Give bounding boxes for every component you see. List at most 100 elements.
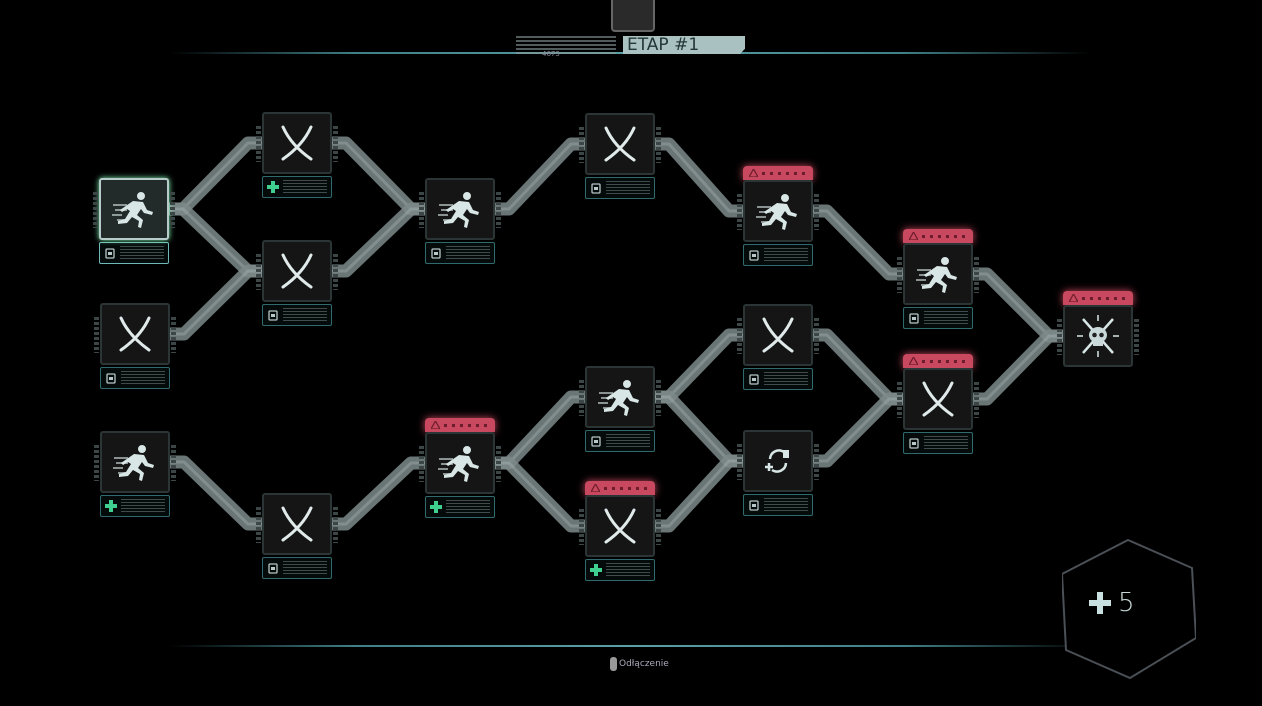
map-node-run[interactable]	[579, 366, 661, 452]
node-info-panel	[262, 557, 332, 579]
map-node-skull[interactable]	[1057, 291, 1139, 367]
node-info-text	[120, 246, 164, 260]
lock-icon	[431, 247, 441, 259]
warning-banner	[1063, 291, 1133, 305]
connection-highlight	[813, 209, 903, 276]
warning-icon	[591, 484, 600, 492]
node-icon-frame	[256, 112, 338, 174]
node-info-text	[764, 372, 808, 386]
skull-icon	[1077, 315, 1119, 357]
node-icon-frame	[93, 178, 175, 240]
node-icon-frame	[419, 178, 501, 240]
connector-pins	[897, 382, 902, 418]
node-info-text	[446, 246, 490, 260]
map-node-swords[interactable]	[256, 112, 338, 198]
points-hexagon	[1062, 538, 1196, 680]
node-icon-frame	[94, 431, 176, 493]
map-node-swords[interactable]	[897, 354, 979, 454]
header-barcode	[516, 36, 616, 56]
map-node-swords[interactable]	[579, 481, 661, 581]
node-info-panel	[99, 242, 169, 264]
connector-pins	[1134, 319, 1139, 355]
swords-icon	[762, 317, 794, 353]
node-icon-frame	[579, 366, 661, 428]
node-footer-icon	[590, 435, 602, 447]
swords-icon	[604, 126, 636, 162]
run-icon	[916, 257, 957, 293]
connection-highlight	[813, 333, 903, 401]
map-node-swords[interactable]	[256, 493, 338, 579]
connection-highlight	[170, 269, 262, 336]
map-node-run[interactable]	[94, 431, 176, 517]
node-info-text	[764, 248, 808, 262]
disconnect-button[interactable]: Odłączenie	[610, 657, 669, 671]
map-node-run[interactable]	[93, 178, 175, 264]
connector-pins	[737, 318, 742, 354]
connector-pins	[737, 444, 742, 480]
warning-banner	[425, 418, 495, 432]
connector-pins	[974, 257, 979, 293]
map-node-swords[interactable]	[737, 304, 819, 390]
node-info-text	[446, 500, 490, 514]
connection-highlight	[169, 141, 262, 211]
connector-pins	[419, 446, 424, 482]
swords-icon	[604, 508, 636, 544]
node-info-text	[121, 499, 165, 513]
warning-banner	[903, 354, 973, 368]
map-node-run[interactable]	[897, 229, 979, 329]
connection-highlight	[655, 142, 743, 213]
warning-icon	[431, 421, 440, 429]
node-info-panel	[743, 244, 813, 266]
heal-plus-icon	[590, 564, 602, 576]
node-info-panel	[262, 304, 332, 326]
map-node-run[interactable]	[737, 166, 819, 266]
node-icon-frame	[737, 430, 819, 492]
heal-plus-icon	[105, 500, 117, 512]
map-node-swords[interactable]	[579, 113, 661, 199]
connector-pins	[814, 194, 819, 230]
node-info-text	[121, 371, 165, 385]
stage-title: ETAP #1	[623, 36, 745, 54]
connection-n8-n11	[495, 456, 585, 533]
connection-highlight	[655, 459, 743, 528]
map-node-run[interactable]	[419, 418, 501, 518]
connector-pins	[496, 446, 501, 482]
node-icon-frame	[897, 243, 979, 305]
map-node-swords[interactable]	[94, 303, 176, 389]
warning-icon	[1069, 294, 1078, 302]
lock-icon	[106, 372, 116, 384]
node-info-text	[606, 434, 650, 448]
warning-banner	[903, 229, 973, 243]
warning-banner	[743, 166, 813, 180]
lock-icon	[909, 312, 919, 324]
node-footer-icon	[748, 373, 760, 385]
map-node-run[interactable]	[419, 178, 501, 264]
connector-pins	[256, 507, 261, 543]
run-icon	[113, 445, 154, 481]
connector-pins	[419, 192, 424, 228]
node-footer-icon	[105, 500, 117, 512]
connection-n12-n15	[813, 204, 903, 281]
connection-highlight	[332, 207, 425, 273]
disconnect-label: Odłączenie	[619, 659, 669, 669]
warning-stripes	[1082, 296, 1125, 300]
node-icon-frame	[737, 180, 819, 242]
warning-icon	[749, 169, 758, 177]
connector-pins	[897, 257, 902, 293]
connection-highlight	[973, 334, 1063, 401]
node-info-panel	[100, 367, 170, 389]
connector-pins	[737, 194, 742, 230]
node-icon-frame	[94, 303, 176, 365]
lock-icon	[105, 247, 115, 259]
map-node-swords[interactable]	[256, 240, 338, 326]
map-node-swap[interactable]	[737, 430, 819, 516]
connector-pins	[94, 445, 99, 481]
disconnect-icon	[610, 657, 617, 671]
swords-icon	[922, 381, 954, 417]
node-icon-frame	[737, 304, 819, 366]
connection-n6-n8	[332, 456, 425, 531]
connector-pins	[656, 380, 661, 416]
node-info-text	[606, 563, 650, 577]
header-counter: 4673	[542, 50, 560, 58]
